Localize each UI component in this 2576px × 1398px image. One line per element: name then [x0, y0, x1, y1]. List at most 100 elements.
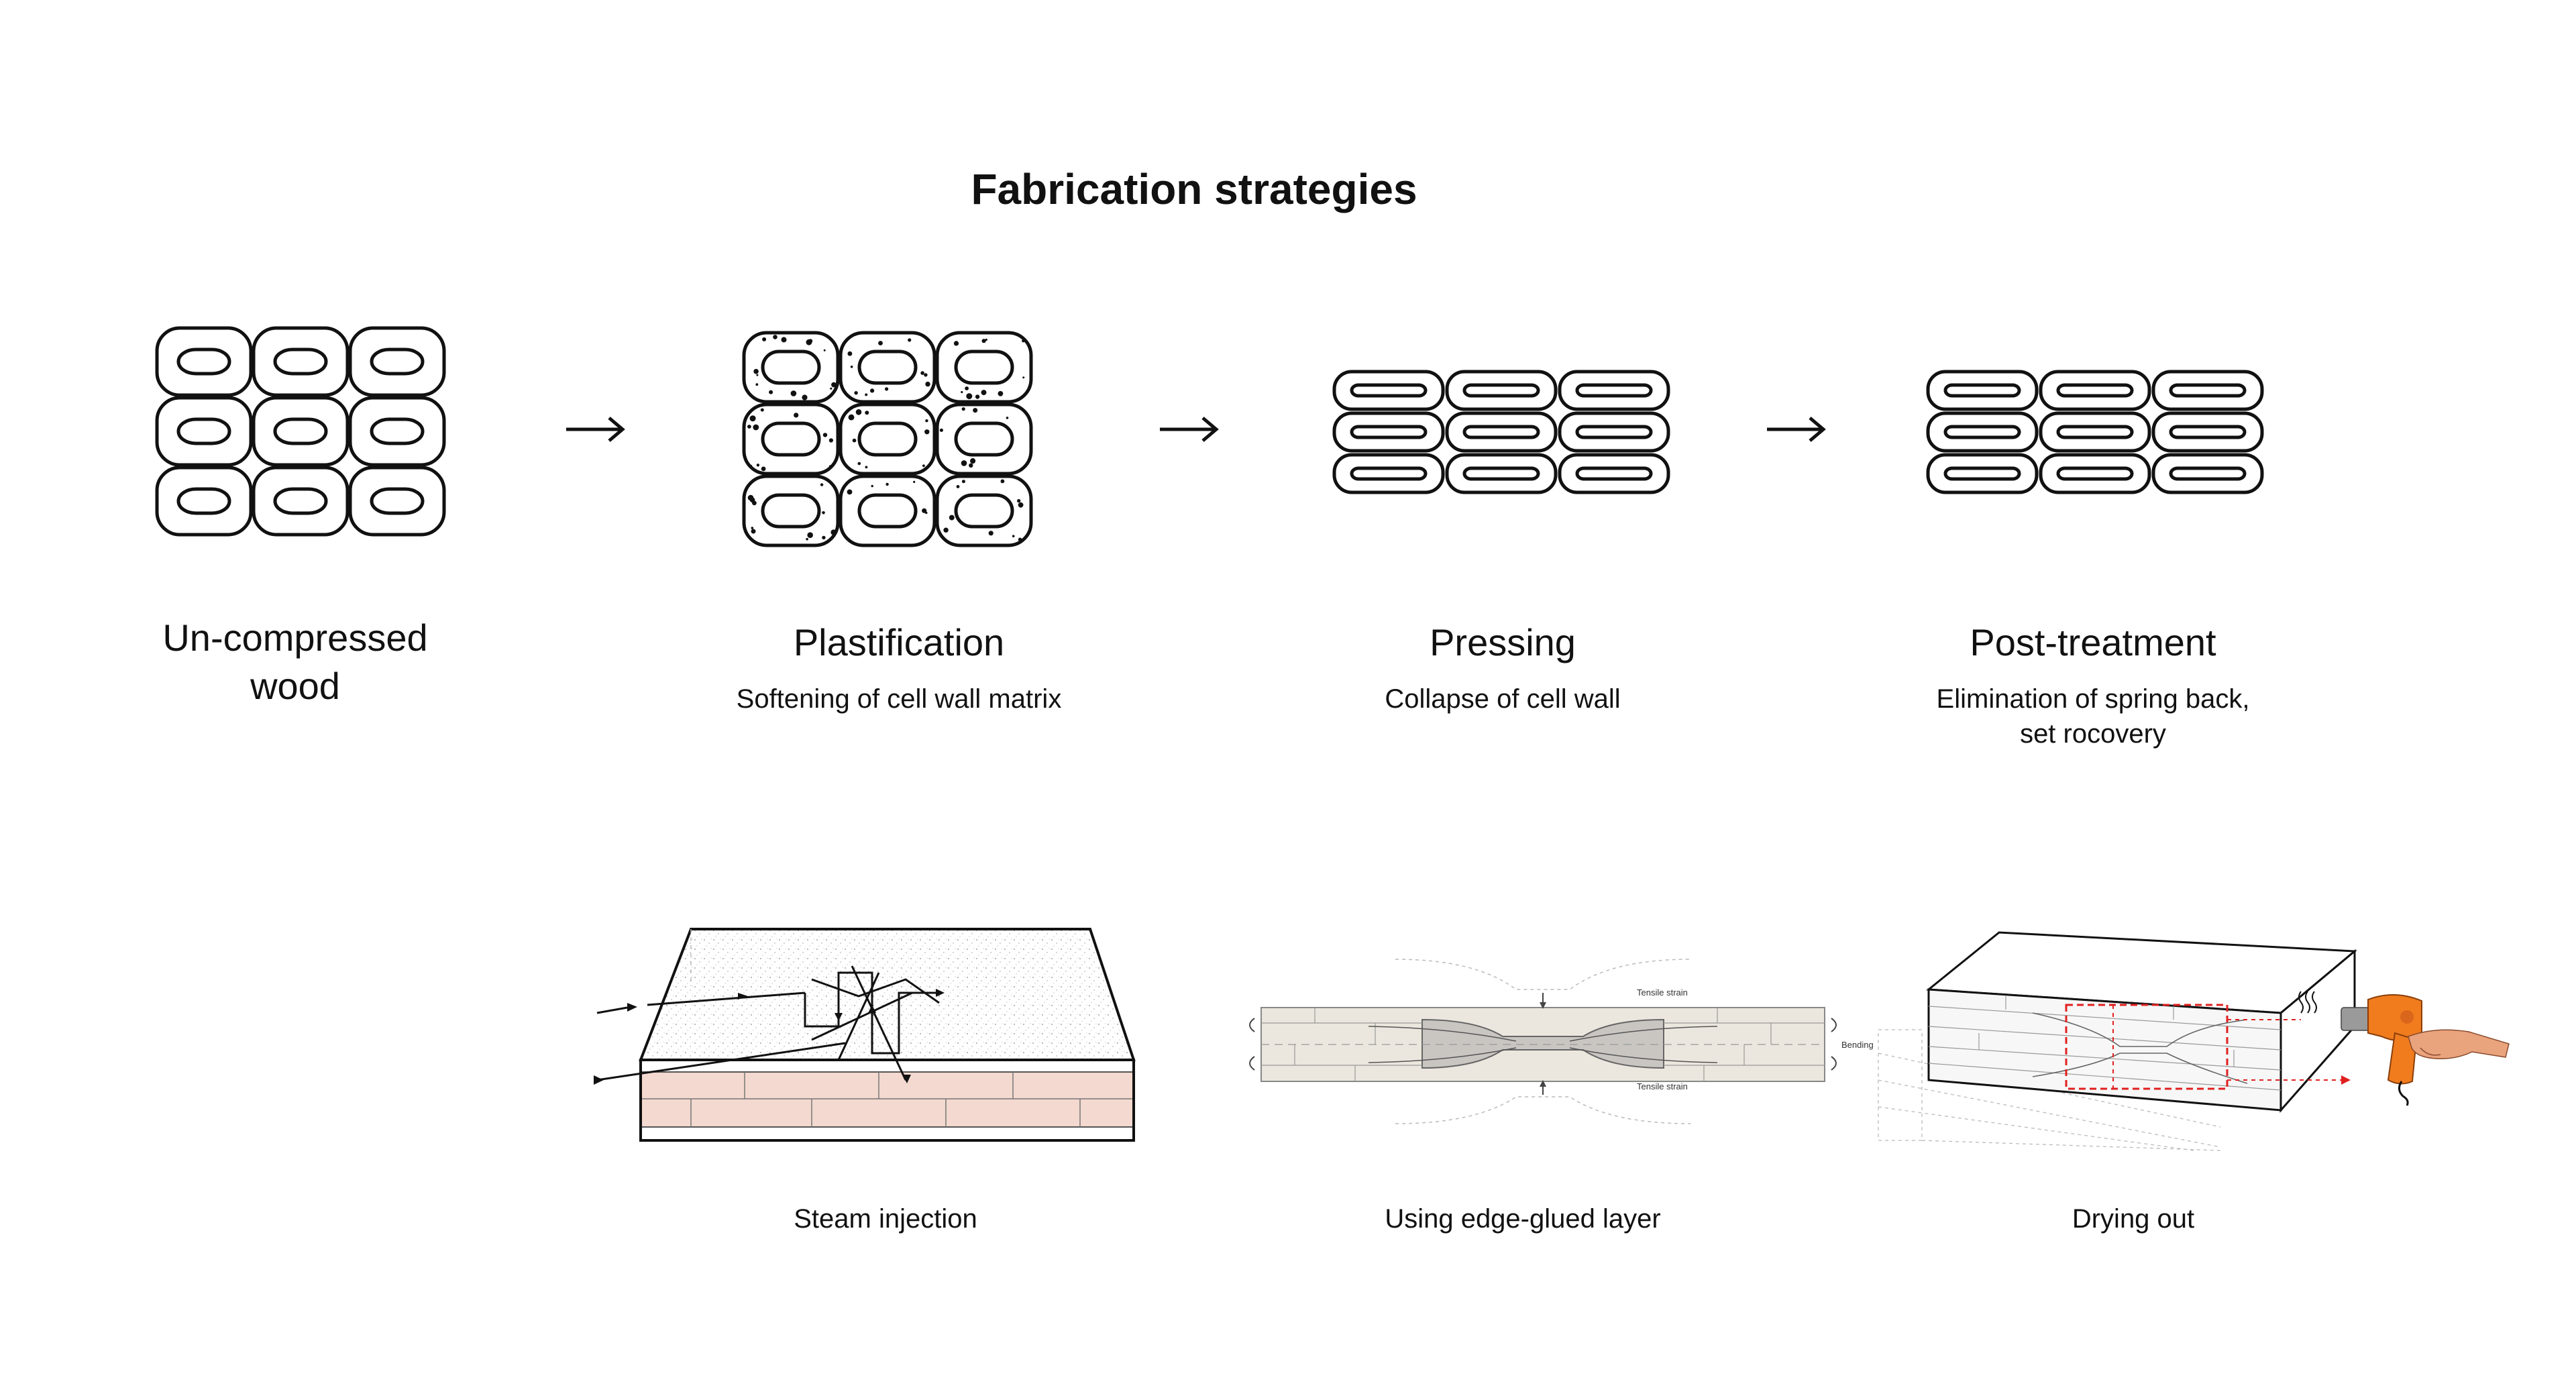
tensile-strain-top-label: Tensile strain — [1637, 987, 1688, 998]
moisture-dot — [865, 393, 868, 396]
cell-lumen — [857, 421, 918, 457]
moisture-dot — [981, 390, 987, 396]
cell-lumen — [954, 421, 1014, 457]
moisture-dot — [755, 383, 759, 386]
moisture-dot — [961, 390, 963, 394]
moisture-dot — [939, 428, 943, 432]
stage-pressing: Pressing Collapse of cell wall — [1295, 619, 1711, 716]
moisture-dot — [966, 393, 973, 400]
moisture-dot — [855, 409, 862, 415]
moisture-dot — [924, 429, 930, 435]
moisture-dot — [1012, 535, 1015, 537]
moisture-dot — [1022, 376, 1025, 379]
moisture-dot — [822, 535, 826, 540]
moisture-dot — [1018, 502, 1024, 508]
moisture-dot — [988, 531, 994, 536]
cell-lumen — [273, 347, 328, 376]
moisture-dot — [747, 425, 751, 429]
moisture-dot — [865, 466, 868, 469]
right-arrow-icon — [1767, 417, 1826, 442]
moisture-dot — [885, 387, 889, 391]
cell-lumen — [2169, 466, 2247, 481]
moisture-dot — [790, 390, 797, 396]
tensile-strain-bottom-label: Tensile strain — [1637, 1081, 1688, 1091]
edge-glued-layer-diagram: Tensile strain Tensile strain Bending — [1249, 959, 1874, 1124]
moisture-dot — [943, 527, 949, 533]
moisture-dot — [1006, 417, 1009, 419]
steam-injection-diagram — [594, 928, 1136, 1142]
moisture-dot — [830, 529, 837, 535]
cell-lumen — [1575, 425, 1653, 439]
method-label-steam-injection: Steam injection — [794, 1204, 977, 1234]
moisture-dot — [802, 394, 808, 400]
moisture-dot — [854, 391, 858, 395]
moisture-dot — [753, 424, 759, 431]
moisture-dot — [961, 460, 967, 466]
drying-out-diagram — [1878, 931, 2510, 1151]
moisture-dot — [769, 390, 773, 394]
moisture-dot — [1018, 537, 1022, 541]
cell-lumen — [370, 347, 425, 376]
moisture-dot — [847, 489, 853, 495]
moisture-dot — [870, 388, 875, 393]
stage-subtitle-line-2: set rocovery — [2020, 719, 2166, 749]
moisture-dot — [749, 464, 753, 468]
hand-icon — [2408, 1029, 2510, 1060]
moisture-dot — [830, 387, 833, 390]
stage-subtitle: Collapse of cell wall — [1385, 684, 1621, 714]
method-label-drying-out: Drying out — [2072, 1204, 2195, 1234]
post-treatment-cells-diagram — [1926, 370, 2264, 494]
cell-lumen — [1943, 425, 2021, 439]
moisture-dot — [822, 433, 828, 437]
moisture-dot — [885, 482, 889, 486]
moisture-dot — [781, 337, 787, 343]
moisture-dot — [1017, 498, 1021, 503]
moisture-dot — [925, 381, 930, 387]
cell-lumen — [761, 350, 821, 385]
method-label-edge-glued-layer: Using edge-glued layer — [1385, 1204, 1661, 1234]
moisture-dot — [847, 351, 853, 356]
cell-lumen — [1575, 383, 1653, 398]
moisture-dot — [753, 368, 759, 374]
cell-lumen — [370, 487, 425, 515]
cell-lumen — [761, 421, 821, 457]
moisture-dot — [973, 408, 978, 413]
moisture-dot — [913, 480, 916, 483]
cell-lumen — [273, 487, 328, 515]
moisture-dot — [747, 494, 754, 501]
moisture-dot — [760, 408, 764, 412]
pressed-cells-diagram — [1332, 370, 1670, 494]
heat-gun-icon — [2341, 994, 2422, 1085]
moisture-dot — [751, 527, 754, 529]
moisture-dot — [761, 466, 766, 472]
moisture-dot — [922, 508, 927, 513]
moisture-dot — [756, 464, 760, 467]
moisture-dot — [752, 500, 757, 506]
cell-lumen — [761, 493, 821, 529]
moisture-dot — [1000, 479, 1005, 484]
moisture-dot — [756, 374, 759, 376]
stage-subtitle: Softening of cell wall matrix — [736, 684, 1062, 714]
moisture-dot — [970, 458, 976, 464]
stage-plastification: Plastification Softening of cell wall ma… — [691, 619, 1107, 716]
moisture-dot — [878, 341, 883, 345]
cell-lumen — [857, 493, 918, 529]
moisture-dot — [823, 349, 826, 352]
moisture-dot — [925, 511, 928, 515]
moisture-dot — [975, 394, 980, 399]
cell-lumen — [1350, 466, 1428, 481]
moisture-dot — [822, 511, 825, 515]
moisture-dot — [828, 438, 833, 443]
moisture-dot — [998, 390, 1004, 396]
cell-lumen — [176, 417, 231, 445]
stage-title: Post-treatment — [1970, 621, 2216, 663]
moisture-dot — [981, 339, 986, 343]
stage-title: Plastification — [793, 621, 1005, 663]
cell-lumen — [273, 417, 328, 445]
moisture-dot — [920, 371, 924, 375]
moisture-dot — [865, 411, 869, 415]
moisture-dot — [969, 463, 973, 468]
cell-lumen — [2056, 425, 2134, 439]
cell-lumen — [1462, 425, 1540, 439]
moisture-dot — [762, 337, 767, 341]
